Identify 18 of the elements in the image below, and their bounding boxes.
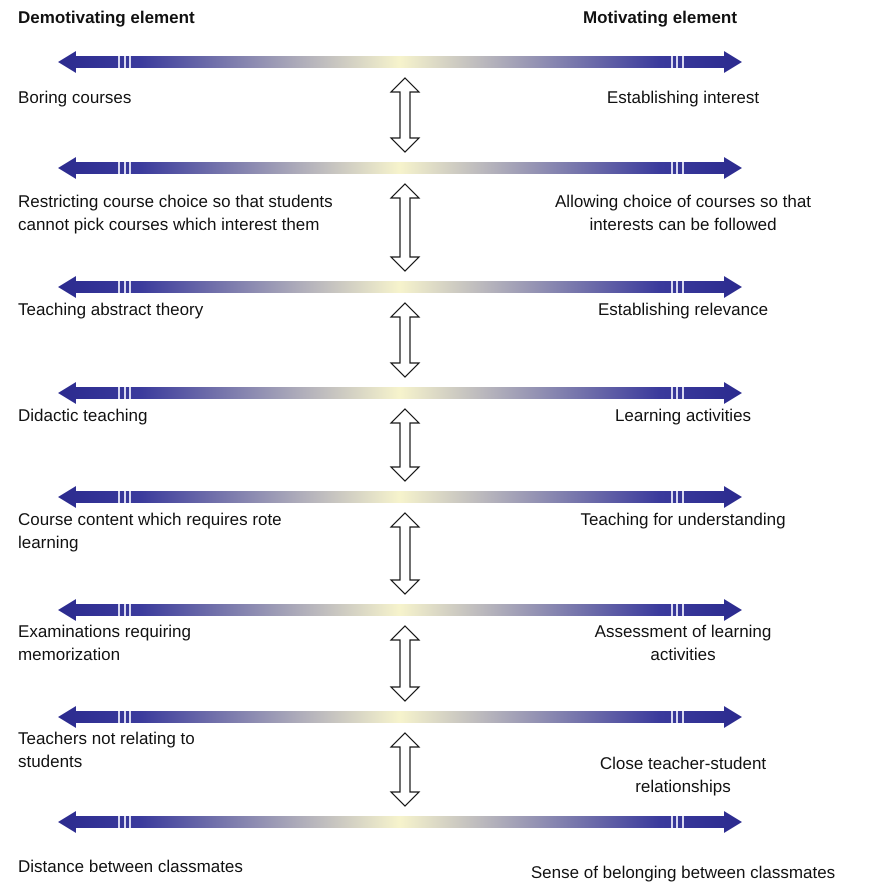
column-heading: Motivating element: [582, 7, 738, 29]
motivating-element-text: Learning activities: [614, 405, 752, 427]
motivating-element-text: Teaching for understanding: [579, 509, 787, 531]
motivating-element-text: Close teacher-student relationships: [598, 753, 768, 798]
demotivating-element-text: Teachers not relating to students: [18, 728, 196, 773]
motivating-element-text: Establishing relevance: [596, 299, 770, 321]
motivating-element-text: Assessment of learning activities: [594, 621, 772, 666]
demotivating-element-text: Restricting course choice so that students cannot pick courses which interest them: [18, 191, 334, 236]
demotivating-element-text: Examinations requiring memorization: [18, 621, 192, 666]
demotivating-element-text: Course content which requires rote learning: [18, 509, 283, 554]
motivating-element-text: Establishing interest: [606, 87, 760, 109]
motivating-element-text: Sense of belonging between classmates: [530, 862, 836, 884]
motivating-element-text: Allowing choice of courses so that interests can be followed: [554, 191, 812, 236]
demotivating-element-text: Teaching abstract theory: [18, 299, 204, 321]
demotivating-element-text: Didactic teaching: [18, 405, 148, 427]
column-heading: Demotivating element: [18, 7, 196, 29]
demotivating-element-text: Boring courses: [18, 87, 132, 109]
demotivating-element-text: Distance between classmates: [18, 856, 244, 878]
